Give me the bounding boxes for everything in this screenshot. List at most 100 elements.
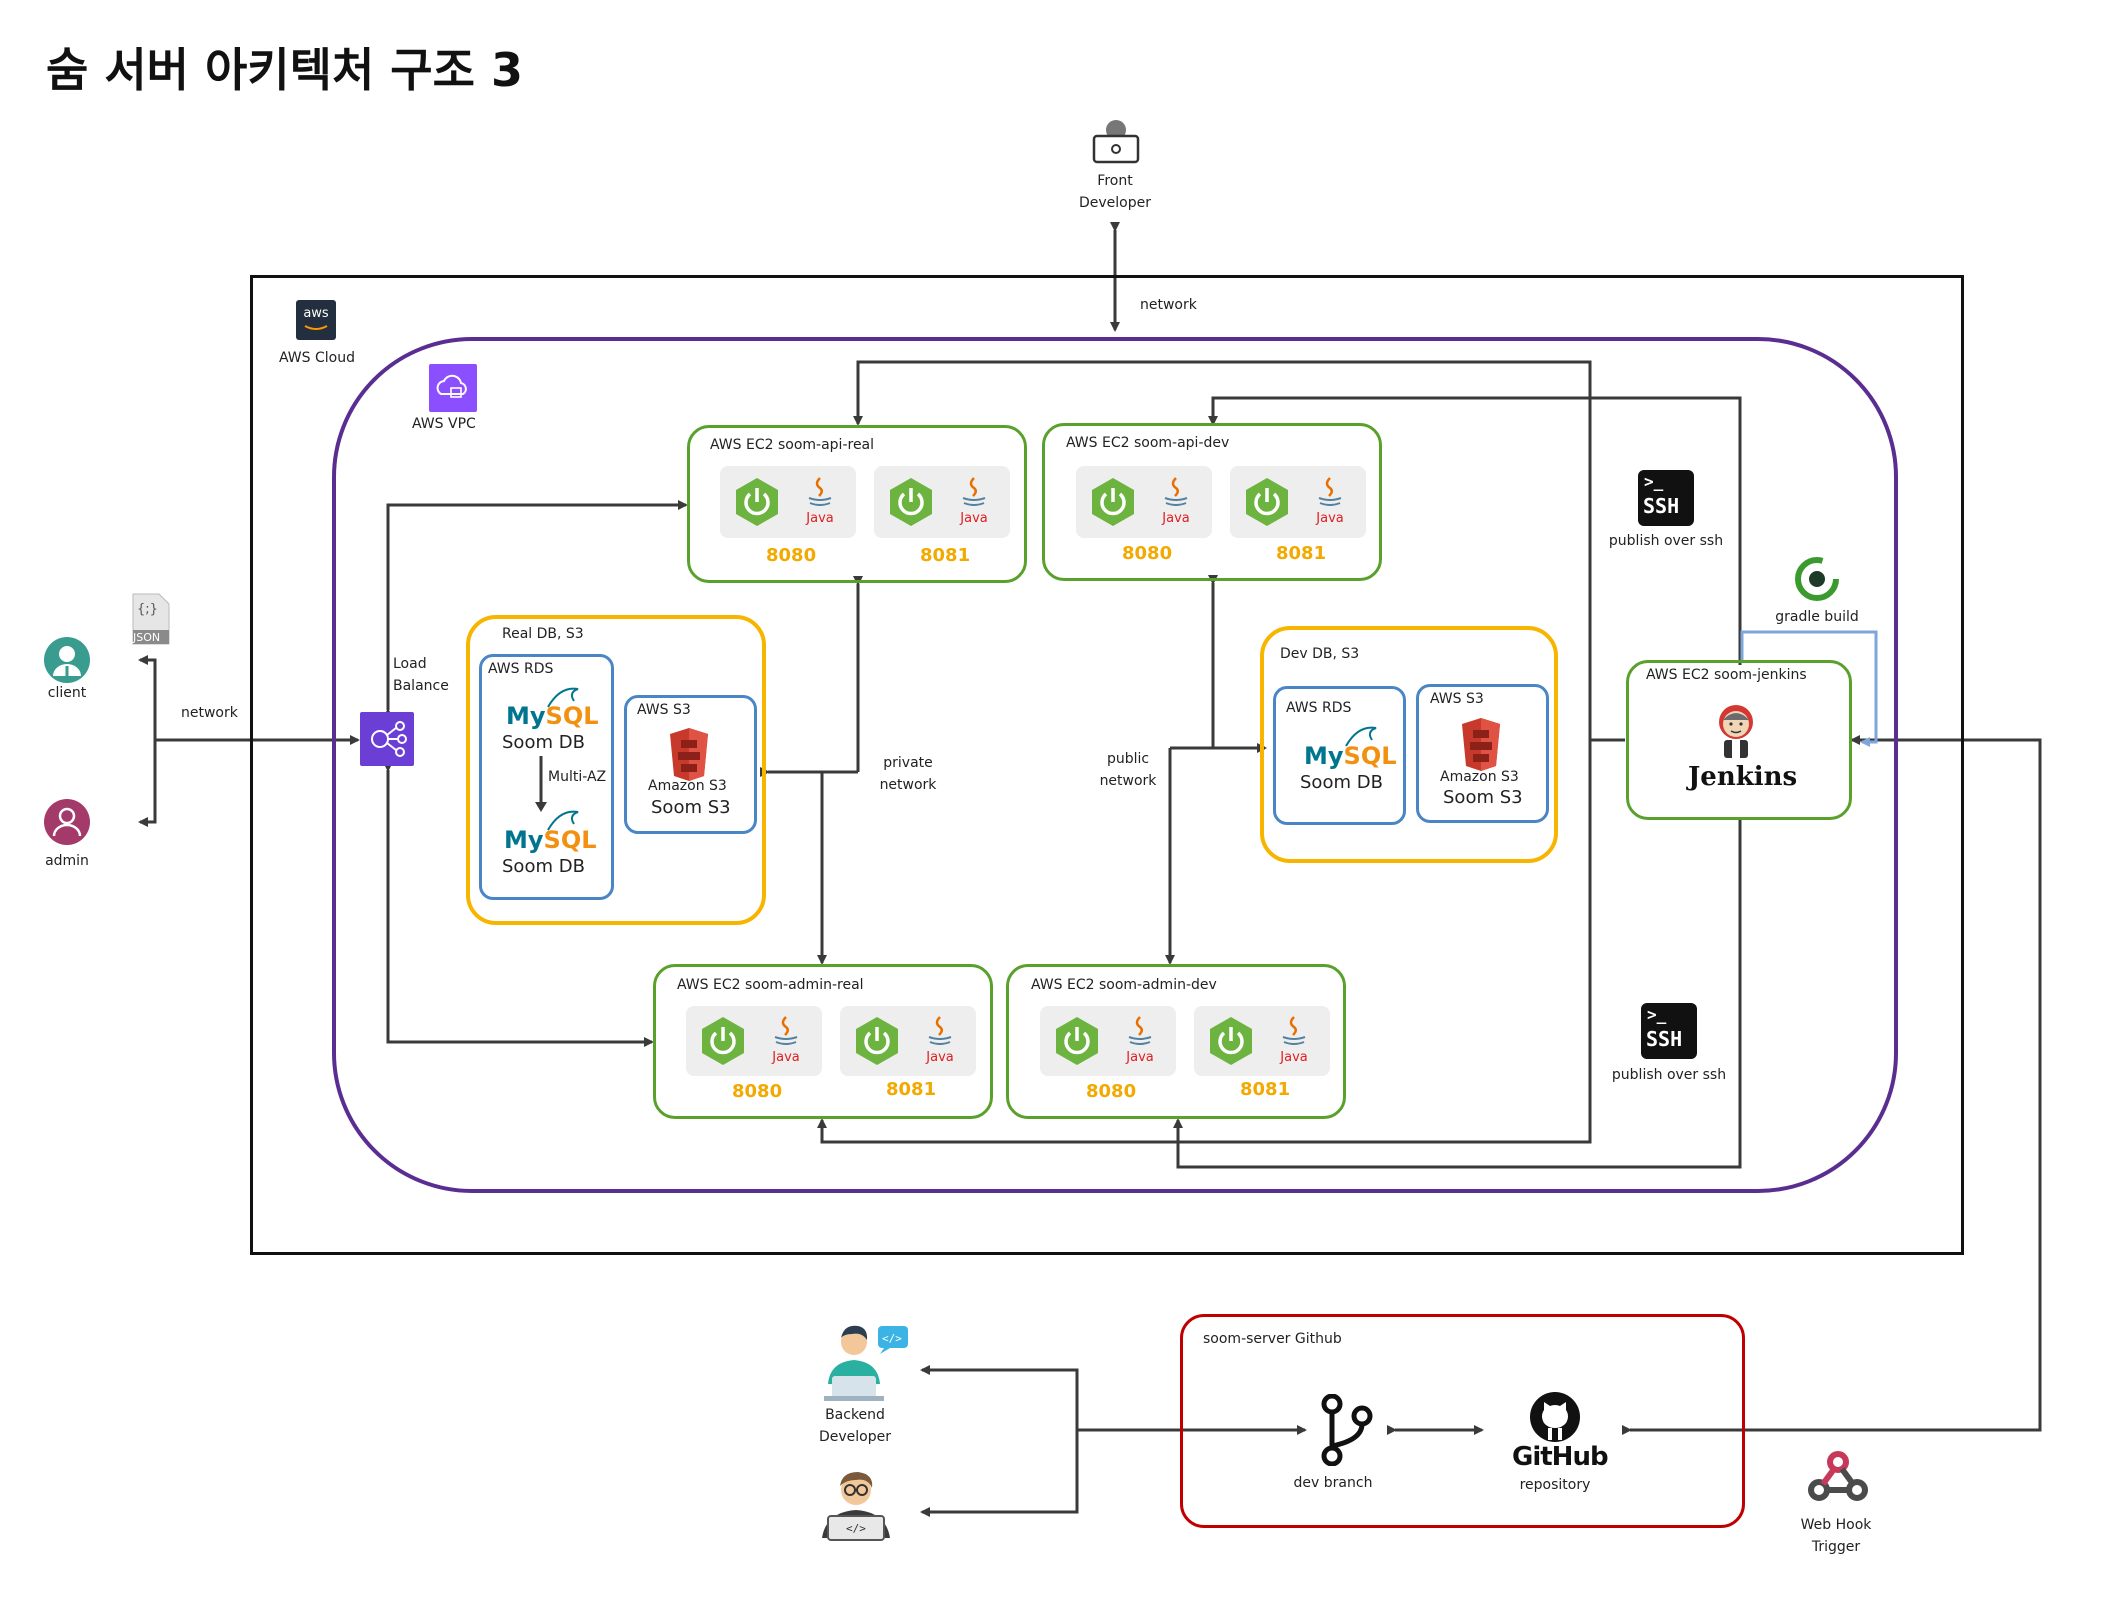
json-braces: {;} (137, 602, 158, 617)
java-icon: Java (1279, 1016, 1308, 1065)
mysql-icon (547, 687, 579, 708)
multi-az-label: Multi-AZ (548, 769, 607, 785)
spring-boot-icon (890, 478, 932, 526)
ec2-admin-dev-box[interactable] (1006, 964, 1346, 1119)
ec2-admin-real-label: AWS EC2 soom-admin-real (677, 977, 864, 993)
port-label: 8080 (766, 545, 817, 566)
real-s3-name: Soom S3 (651, 797, 731, 818)
ec2-admin-dev-label: AWS EC2 soom-admin-dev (1031, 977, 1217, 993)
real-db-label: Real DB, S3 (502, 626, 584, 642)
ec2-jenkins-box[interactable] (1626, 660, 1852, 820)
front-developer-icon (1092, 120, 1140, 164)
ssh-icon: >_ SSH (1638, 470, 1694, 526)
mysql-icon (547, 810, 579, 831)
svg-text:</>: </> (846, 1522, 866, 1535)
java-label: Java (959, 511, 987, 526)
spring-boot-icon (702, 1017, 744, 1065)
port-label: 8081 (920, 545, 971, 566)
github-icon[interactable] (1528, 1390, 1582, 1444)
port-label: 8080 (732, 1081, 783, 1102)
admin-label: admin (45, 853, 89, 869)
spring-boot-icon (736, 478, 778, 526)
spring-boot-icon (1246, 478, 1288, 526)
dev-rds-box (1273, 686, 1406, 825)
jenkins-icon (1719, 705, 1753, 758)
load-balance-label: Load Balance (393, 656, 449, 694)
jenkins-name: Jenkins (1688, 762, 1798, 792)
ec2-jenkins-label: AWS EC2 soom-jenkins (1646, 667, 1807, 683)
ec2-api-real-box[interactable] (687, 425, 1027, 583)
developer-icon[interactable]: </> (818, 1468, 896, 1542)
load-balancer-icon[interactable] (360, 712, 414, 766)
java-label: Java (1125, 1050, 1153, 1065)
lb-admin-real-line (383, 762, 654, 1047)
java-label: Java (805, 511, 833, 526)
aws-cloud-label: AWS Cloud (279, 350, 355, 366)
json-badge: JSON (133, 631, 161, 644)
spring-boot-icon (1092, 478, 1134, 526)
aws-logo-text: aws (303, 306, 329, 321)
left-network-label: network (181, 705, 238, 721)
ssh-prompt: >_ (1644, 472, 1664, 491)
real-db-name-b: Soom DB (502, 856, 585, 877)
top-network-label: network (1140, 297, 1197, 313)
ec2-api-dev-label: AWS EC2 soom-api-dev (1066, 435, 1230, 451)
dev-s3-small: Amazon S3 (1440, 769, 1519, 785)
java-label: Java (925, 1050, 953, 1065)
dev-s3-box (1416, 684, 1549, 823)
java-icon: Java (1125, 1016, 1154, 1065)
real-db-name-a: Soom DB (502, 732, 585, 753)
git-branch-icon[interactable] (1318, 1394, 1374, 1466)
dev-branch-label: dev branch (1293, 1475, 1373, 1491)
java-label: Java (771, 1050, 799, 1065)
gradle-icon (1795, 557, 1839, 601)
dev-rds-label: AWS RDS (1286, 700, 1352, 716)
real-rds-box (479, 654, 614, 900)
lb-api-real-line (383, 500, 688, 718)
dev-db-box (1260, 626, 1558, 863)
client-icon[interactable] (43, 636, 91, 684)
private-network-label: private network (879, 755, 937, 793)
s3-bucket-icon (1456, 716, 1506, 776)
developer-icon[interactable]: </> (822, 1320, 908, 1402)
github-logo-text: GitHub (1512, 1442, 1609, 1472)
port-label: 8081 (886, 1079, 937, 1100)
dev-db-name: Soom DB (1300, 772, 1383, 793)
ssh-top-label: publish over ssh (1608, 533, 1724, 549)
vpc-icon (429, 364, 477, 412)
admin-icon[interactable] (43, 798, 91, 846)
aws-vpc-box (332, 337, 1898, 1193)
ec2-api-dev-box[interactable] (1042, 423, 1382, 581)
dev-db-label: Dev DB, S3 (1280, 646, 1360, 662)
port-label: 8081 (1240, 1079, 1291, 1100)
dev-mysql-logo: MySQL (1304, 742, 1397, 770)
java-icon: Java (1161, 477, 1190, 526)
admin-network-line (138, 740, 157, 827)
aws-vpc-label: AWS VPC (412, 416, 476, 432)
mysql-icon (1345, 726, 1377, 747)
ec2-api-real-label: AWS EC2 soom-api-real (710, 437, 875, 453)
java-icon: Java (771, 1016, 800, 1065)
repository-label: repository (1519, 1477, 1591, 1493)
spring-boot-icon (1056, 1017, 1098, 1065)
json-file-icon (132, 593, 170, 645)
gradle-line (1740, 630, 1878, 747)
ssh-text: SSH (1646, 1027, 1683, 1051)
deploy-api-dev-line (1208, 396, 1742, 665)
dev-s3-name: Soom S3 (1443, 787, 1523, 808)
gradle-label: gradle build (1775, 609, 1859, 625)
ec2-admin-real-box[interactable] (653, 964, 993, 1119)
spring-boot-icon (1210, 1017, 1252, 1065)
webhook-icon[interactable] (1807, 1448, 1869, 1504)
multi-az-arrow (535, 756, 547, 812)
page-title: 숨 서버 아키텍처 구조 3 (46, 43, 523, 97)
java-icon: Java (959, 477, 988, 526)
ssh-text: SSH (1643, 494, 1680, 518)
front-developer-label: Front Developer (1078, 173, 1151, 211)
real-db-box (466, 615, 766, 925)
aws-logo-icon: aws (296, 300, 336, 340)
real-s3-small: Amazon S3 (648, 778, 727, 794)
deploy-api-real-line (853, 360, 1625, 742)
ssh-bottom-label: publish over ssh (1611, 1067, 1727, 1083)
